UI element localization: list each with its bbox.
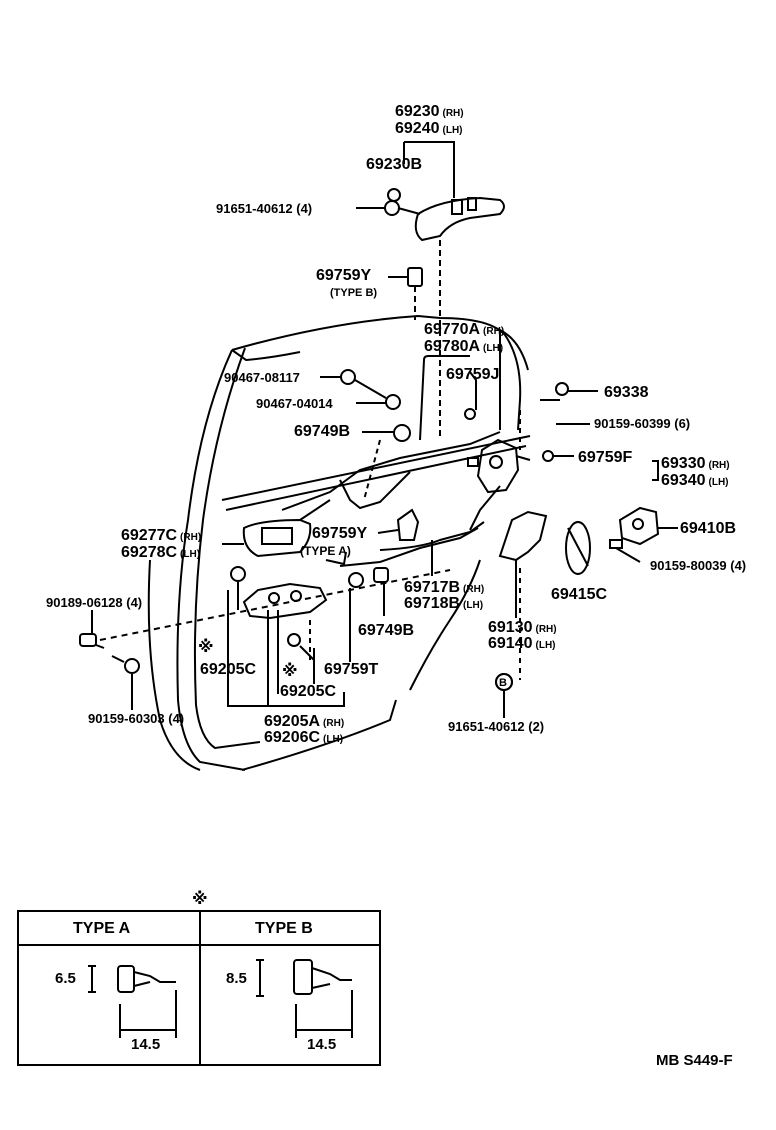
label-bolt-bottom: 91651-40612 (2) [448, 719, 545, 734]
label-outside-handle-rh: 69230(RH) [395, 103, 464, 120]
label-bezel-lh: 69278C(LH) [121, 544, 201, 561]
door-panel-outline [147, 314, 531, 771]
legend-drawings [88, 959, 353, 1038]
guide-lines [99, 569, 451, 660]
label-lock-rh: 69330(RH) [661, 455, 730, 472]
label-clip-04014: 90467-04014 [256, 396, 333, 411]
cover-69415c [565, 521, 591, 575]
label-clip-y-type-a-note: (TYPE A) [300, 544, 351, 558]
grommet-type-legend: TYPE A TYPE B 6.5 14.5 8.5 14.5 [17, 910, 381, 1066]
legend-type-a-diameter: 6.5 [55, 970, 76, 987]
striker-69410b [609, 506, 678, 563]
inside-handle [227, 566, 389, 707]
label-nut-upper: 90467-08117 [224, 370, 300, 385]
label-cable-lh: 69718B(LH) [404, 595, 484, 612]
label-clip-b-upper: 69749B [294, 423, 351, 440]
label-outside-handle-sub: 69230B [366, 156, 423, 173]
inside-bezel [222, 518, 312, 558]
legend-type-b-length: 14.5 [307, 1036, 337, 1053]
label-screw-80039: 90159-80039 (4) [650, 558, 747, 573]
label-clip-t: 69759T [324, 661, 379, 678]
clip-type-a [325, 508, 479, 567]
label-screw-60399: 90159-60399 (6) [594, 416, 691, 431]
remote-cable [379, 521, 485, 576]
label-screw-60303: 90159-60303 (4) [88, 711, 185, 726]
label-clip-06128: 90189-06128 (4) [46, 595, 143, 610]
door-lock-assembly [467, 382, 659, 531]
label-handle-bolt: 91651-40612 (4) [216, 201, 313, 216]
legend-type-b-diameter: 8.5 [226, 970, 247, 987]
label-clip-type-b: 69759Y [316, 267, 372, 284]
label-cable-rh: 69717B(RH) [404, 579, 485, 596]
label-remote-lh: 69140(LH) [488, 635, 556, 652]
legend-type-b-title: TYPE B [255, 920, 313, 937]
label-grommet-2: 69205C [280, 683, 337, 700]
legend-divider [199, 912, 201, 1064]
label-striker: 69410B [680, 520, 737, 537]
label-bezel-rh: 69277C(RH) [121, 527, 202, 544]
label-clip-y-type-a: 69759Y [312, 525, 368, 542]
label-cover-69415: 69415C [551, 586, 608, 603]
label-clip-type-b-note: (TYPE B) [330, 287, 378, 299]
asterisk-mark-1: ※ [198, 639, 214, 656]
rods [281, 328, 529, 521]
legend-type-a-title: TYPE A [73, 920, 131, 937]
label-cap-69338: 69338 [604, 384, 649, 401]
label-outside-handle-lh: 69240(LH) [395, 120, 463, 137]
reference-code: MB S449-F [656, 1052, 733, 1069]
label-remote-rh: 69130(RH) [488, 619, 557, 636]
label-lock-lh: 69340(LH) [661, 472, 729, 489]
label-grommet-1: 69205C [200, 661, 257, 678]
clip-type-b [388, 240, 441, 440]
outside-handle [403, 141, 505, 242]
left-clips [79, 610, 140, 710]
label-rod-rh: 69770A(RH) [424, 321, 505, 338]
legend-type-a-length: 14.5 [131, 1036, 161, 1053]
label-clip-f: 69759F [578, 449, 633, 466]
bolt-b-marker-letter: B [499, 677, 507, 689]
label-rod-lh: 69780A(LH) [424, 338, 504, 355]
label-clip-j: 69759J [446, 366, 500, 383]
label-inside-handle-rh: 69205A(RH) [264, 713, 345, 730]
bolt-b-marker [495, 673, 513, 691]
asterisk-mark-2: ※ [282, 663, 298, 680]
upper-clips [320, 369, 411, 501]
handle-bolts [356, 188, 421, 216]
label-clip-b-lower: 69749B [358, 622, 415, 639]
legend-asterisk: ※ [192, 891, 208, 908]
label-inside-handle-lh: 69206C(LH) [264, 729, 344, 746]
